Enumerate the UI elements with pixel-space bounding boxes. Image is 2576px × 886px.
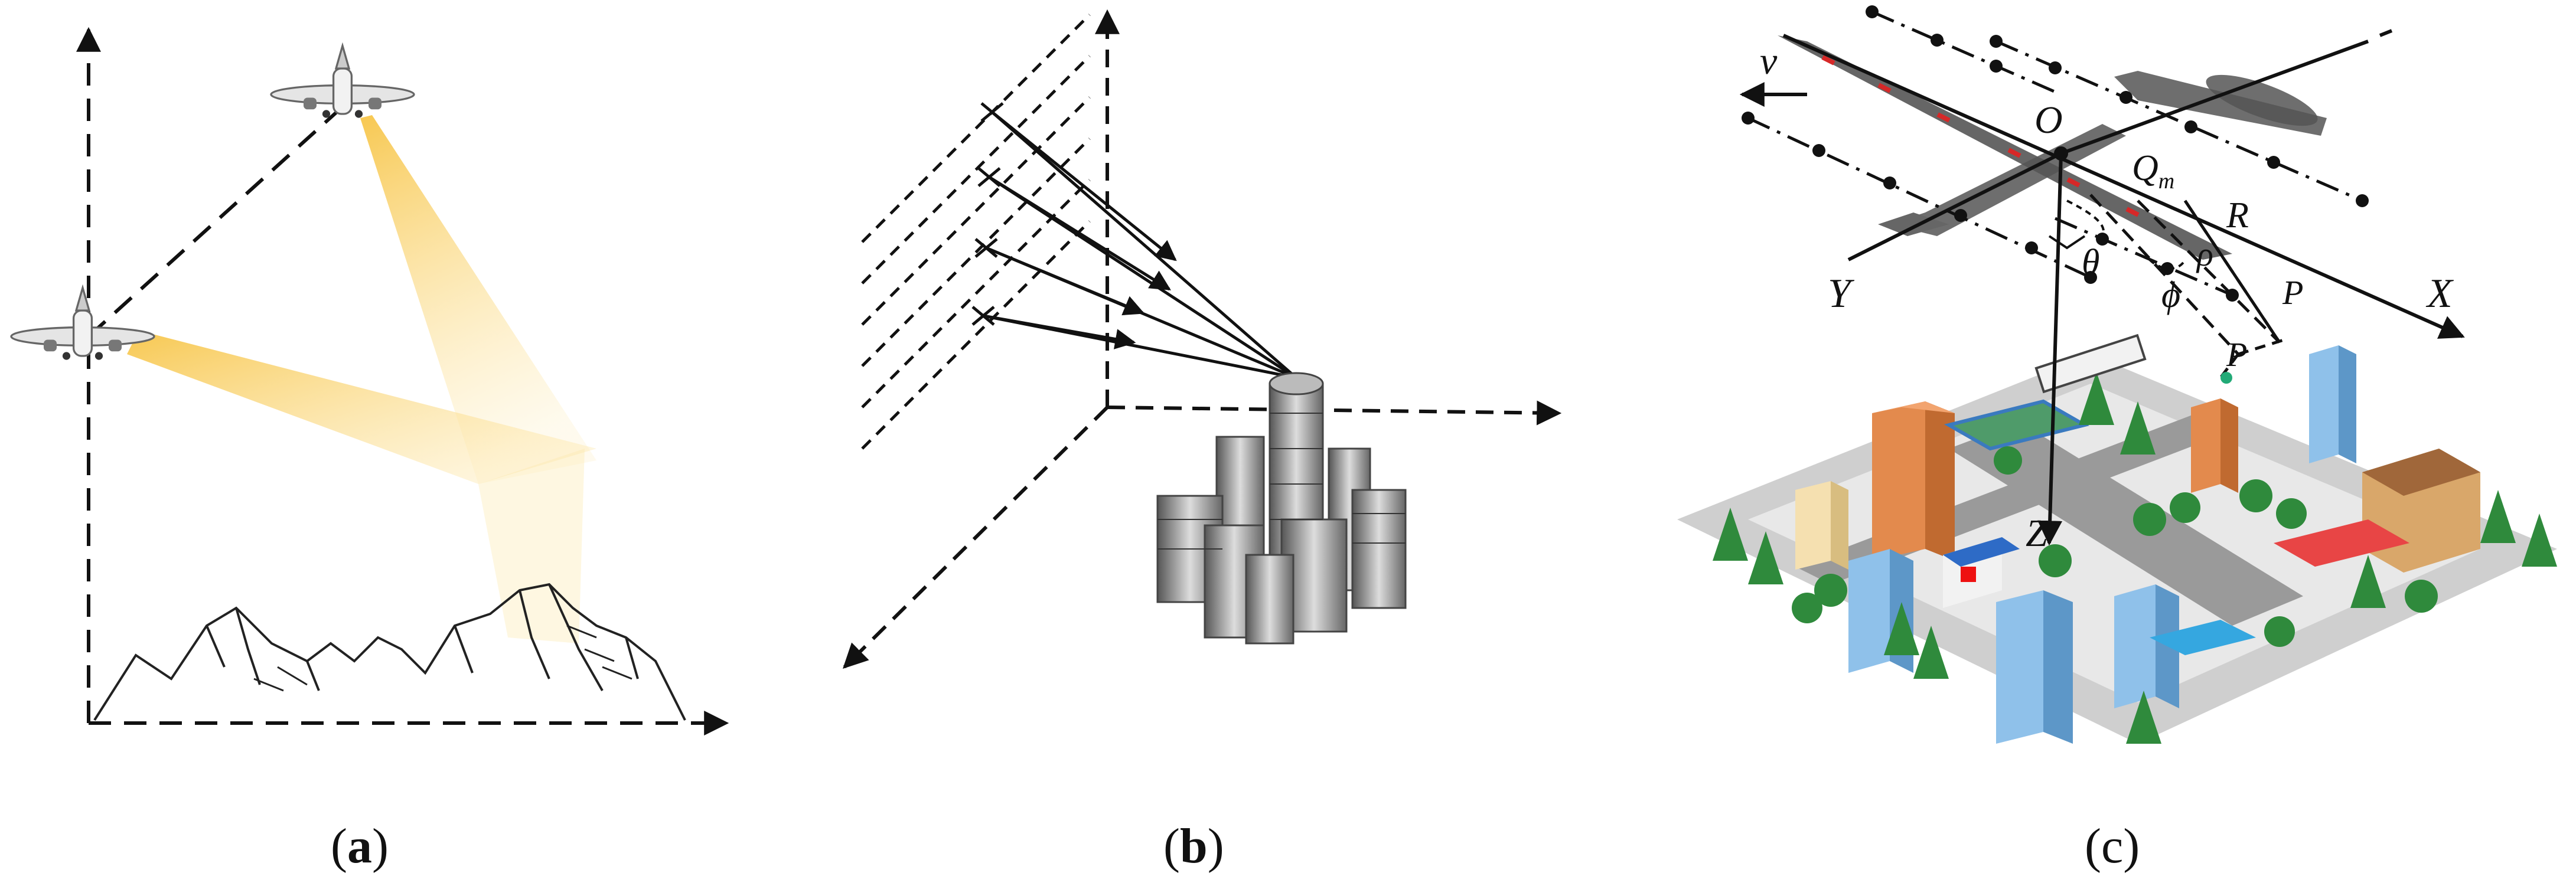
label-origin: O	[2034, 99, 2063, 142]
label-y-axis: Y	[1828, 271, 1855, 316]
building-icon	[2191, 398, 2238, 493]
label-phi: ϕ	[2161, 275, 2180, 315]
label-point-p: P	[2282, 273, 2303, 312]
depth-axis	[843, 406, 1109, 669]
z-axis	[2037, 153, 2063, 546]
building-icon	[1943, 537, 2020, 608]
label-rho: ρ	[2196, 235, 2213, 273]
airplane-icon	[270, 44, 415, 119]
label-point-p-projected: P	[2226, 335, 2247, 374]
tree-group	[1713, 372, 2557, 744]
mountain-icon	[93, 583, 686, 721]
caption-b: (b)	[1163, 819, 1224, 874]
building-icon	[1795, 481, 1848, 570]
synthetic-aperture-grid	[861, 14, 1091, 450]
flight-path	[87, 110, 338, 338]
antenna-position-markers	[971, 102, 1004, 326]
y-axis	[1847, 152, 2062, 261]
building-icon	[2362, 449, 2480, 573]
geometry-lines	[1739, 29, 2465, 546]
sensor-rays	[983, 111, 1297, 380]
label-qm: Qm	[2132, 148, 2174, 194]
label-x-axis: X	[2425, 271, 2454, 316]
caption-c: (c)	[2085, 819, 2140, 874]
caption-a: (a)	[331, 819, 389, 874]
panel-a	[10, 27, 729, 735]
panel-b	[843, 9, 1562, 669]
label-theta: θ	[2082, 243, 2099, 283]
label-z-axis: Z	[2026, 512, 2048, 555]
x-axis	[1782, 34, 2465, 339]
label-range: R	[2226, 195, 2249, 236]
panel-c: v O Qm R ρ θ ϕ Y X Z P P	[1677, 5, 2557, 744]
label-velocity: v	[1760, 40, 1778, 83]
building-icon	[1996, 590, 2073, 744]
horizontal-axis	[1107, 400, 1562, 426]
city-icon	[1156, 372, 1407, 645]
building-icon	[1872, 401, 1955, 561]
city-icon	[1677, 334, 2557, 744]
building-icon	[2309, 345, 2356, 463]
trajectory-dots	[1742, 5, 2369, 384]
radar-beam-2	[360, 115, 596, 484]
